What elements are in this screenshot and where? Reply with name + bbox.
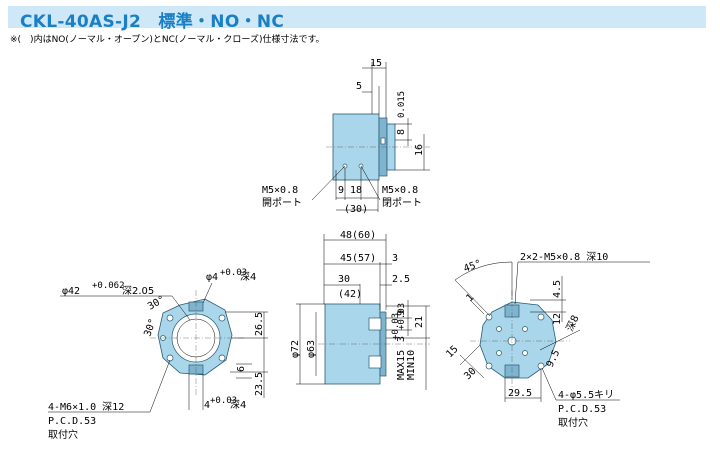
bore-depth: 深2.05 [122, 285, 154, 297]
dim-48: 48(60) [340, 230, 376, 241]
dim-15: 15 [370, 58, 382, 69]
rear-holes: 4-φ5.5キリ [558, 390, 614, 401]
port-close-label: 閉ポート [382, 197, 422, 209]
dim-8: 8 [396, 129, 407, 135]
dim-9: 9 [338, 185, 344, 196]
front-view: φ42 +0.062 深2.05 φ4 +0.03 深4 30° 30° 26.… [48, 268, 268, 441]
side-pin-hole [380, 137, 386, 145]
dim-5: 5 [356, 81, 362, 92]
bore-tol: +0.062 [92, 281, 125, 291]
dim-26-5: 26.5 [254, 312, 265, 336]
rear-mount-3 [485, 362, 493, 370]
rear-body [479, 301, 557, 379]
dim-23-5: 23.5 [254, 372, 265, 396]
dim-12: 12 [552, 313, 563, 325]
pin-depth: 深4 [240, 271, 256, 283]
dim-15-rear: 15 [444, 344, 460, 360]
front-mount-hole-2 [218, 314, 226, 322]
mount-label: 取付穴 [48, 428, 78, 441]
dim-3s-tol: +0.03 [391, 313, 401, 340]
dim-3s: 3 [396, 336, 407, 342]
rear-thread-1 [496, 326, 502, 332]
rear-mount-4 [537, 362, 545, 370]
mount-thread: 4-M6×1.0 深12 [48, 401, 124, 413]
dia-72: φ72 [290, 340, 301, 358]
dim-9-mid: 9 [396, 310, 407, 316]
mount-pcd: P.C.D.53 [48, 416, 96, 427]
dim-30-rear: 30 [462, 366, 478, 382]
dim-30-paren: (30) [344, 204, 368, 215]
page-title: CKL-40AS-J2 標準・NO・NC [20, 12, 285, 32]
dim-45: 45(57) [340, 253, 376, 264]
rear-thread-spec: 2×2-M5×0.8 深10 [520, 251, 608, 263]
rear-thread-3 [496, 350, 502, 356]
min10: MIN10 [406, 350, 417, 380]
rear-label: 取付穴 [558, 416, 588, 429]
angle-30-a: 30° [142, 317, 159, 338]
dim-21: 21 [414, 316, 425, 328]
dim-29-5: 29.5 [508, 388, 532, 399]
dim-4-5: 4.5 [552, 280, 563, 298]
dia-63: φ63 [306, 340, 317, 358]
angle-45: 45° [462, 258, 483, 275]
dim-3: 3 [392, 253, 398, 264]
front-mount-hole-4 [218, 354, 226, 362]
dim-9-tol: +0.03 [397, 303, 407, 330]
mid-slot-bottom [368, 355, 382, 369]
port-close-spec: M5×0.8 [382, 185, 418, 196]
mid-slot-top [368, 317, 382, 331]
pin-dia: φ4 [206, 272, 218, 283]
dim-1: 1 [464, 292, 476, 304]
rear-pcd: P.C.D.53 [558, 404, 606, 415]
port-open-spec: M5×0.8 [262, 185, 298, 196]
port-open-label: 開ポート [262, 197, 302, 209]
rear-mount-1 [485, 313, 493, 321]
dim-2-5: 2.5 [392, 274, 410, 285]
rear-view: 45° 2×2-M5×0.8 深10 1 4.5 12 深8 9.5 30 15… [444, 251, 650, 429]
dim-8-tol: 0.015 [397, 91, 407, 118]
dim-30: 30 [338, 274, 350, 285]
spec-note: ※( )内はNO(ノーマル・オープン)とNC(ノーマル・クローズ)仕様寸法です。 [10, 35, 325, 45]
rear-thread-2 [522, 326, 528, 332]
front-mount-hole-3 [166, 354, 174, 362]
dim-16: 16 [414, 144, 425, 156]
side-view: 15 5 8 0.015 16 M5×0.8 開ポート 9 18 (30) M5… [262, 58, 430, 215]
pin2-depth: 深4 [230, 399, 246, 411]
dim-6: 6 [236, 366, 247, 372]
dim-18: 18 [350, 185, 362, 196]
bore-dia: φ42 [62, 286, 80, 297]
pin-tol: +0.03 [220, 268, 247, 278]
dim-42: (42) [338, 289, 362, 300]
rear-mount-2 [537, 313, 545, 321]
pin2-tol: +0.03 [210, 396, 237, 406]
rear-thread-4 [522, 350, 528, 356]
max15: MAX15 [396, 350, 407, 380]
pin2-dia: 4 [204, 400, 210, 411]
mid-view: 48(60) 45(57) 3 30 2.5 (42) φ72 φ63 9 +0… [290, 230, 430, 390]
front-mount-hole-1 [166, 314, 174, 322]
title-bar: CKL-40AS-J2 標準・NO・NC [8, 6, 706, 32]
